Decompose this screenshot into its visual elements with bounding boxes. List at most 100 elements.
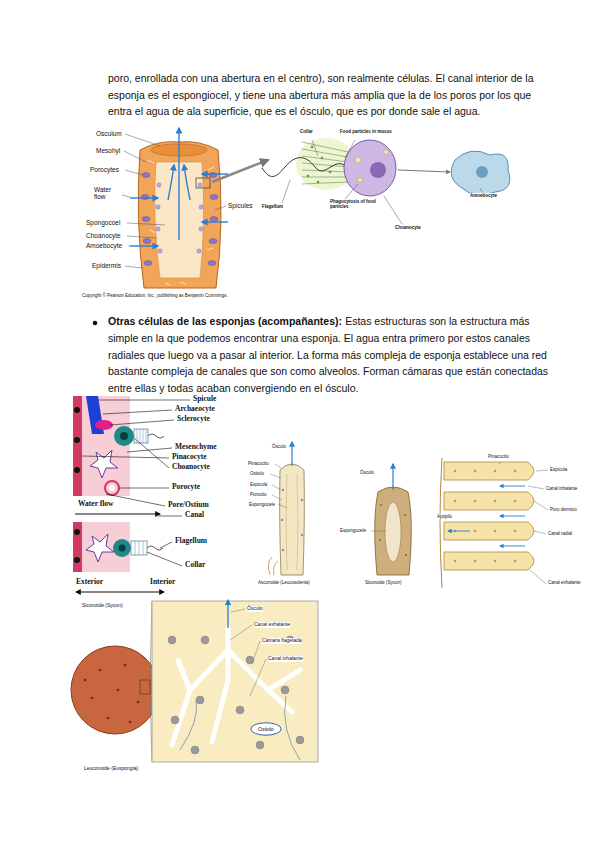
cell-layer-figure xyxy=(134,429,148,443)
syconoid-wall-detail xyxy=(530,570,546,584)
bullet-dot xyxy=(93,321,98,326)
sponge-body-figure xyxy=(127,223,165,225)
sponge-body-figure xyxy=(124,151,146,162)
asconoid-figure xyxy=(268,442,304,575)
sponge-body-figure xyxy=(122,134,226,268)
leuconoid-figure xyxy=(254,641,260,658)
sponge-body-figure xyxy=(130,245,158,246)
leuconoid-figure xyxy=(180,696,300,760)
part-label: Choanocyte xyxy=(395,225,421,230)
sponge-body-figure xyxy=(125,266,142,268)
asconoid-figure xyxy=(272,495,282,500)
syconoid-wall-detail xyxy=(444,522,534,540)
syconoid-figure xyxy=(404,514,406,516)
choanocyte-figure xyxy=(370,162,386,178)
part-label: Mesenchyme xyxy=(175,443,217,452)
cell-layer-figure xyxy=(105,481,119,495)
part-label: Ósculo xyxy=(272,444,286,449)
part-label: Mesohyl xyxy=(96,147,120,154)
leuconoid-figure xyxy=(140,680,150,694)
part-label: Exterior xyxy=(76,578,103,587)
figure-caption: Asconoide (Leucosolenia) xyxy=(258,580,310,585)
bullet-paragraph: Otras células de las esponjas (acompañan… xyxy=(108,313,553,397)
cell-layer-figure xyxy=(74,529,80,535)
part-label: Archaeocyte xyxy=(175,405,215,414)
choanocyte-figure xyxy=(355,157,361,163)
cell-layer-figure xyxy=(75,513,160,514)
syconoid-wall-detail xyxy=(440,458,548,588)
cell-layer-figure xyxy=(86,534,114,562)
asconoid-figure xyxy=(278,504,287,508)
choanocyte-figure xyxy=(311,146,314,149)
choanocyte-figure xyxy=(451,151,510,195)
cell-layer-figure xyxy=(74,407,80,473)
leuconoid-figure xyxy=(84,664,140,724)
cell-layer-figure xyxy=(103,410,172,414)
leuconoid-figure xyxy=(250,659,266,696)
part-label: Water flow xyxy=(94,186,120,201)
leuconoid-figure xyxy=(281,686,289,694)
syconoid-wall-detail xyxy=(500,546,525,547)
sponge-body-figure xyxy=(208,261,216,266)
syconoid-wall-detail xyxy=(534,501,548,510)
part-label: Porocyte xyxy=(172,483,200,492)
choanocyte-figure xyxy=(358,178,363,183)
sponge-body-figure xyxy=(156,227,160,231)
sponge-body-figure xyxy=(156,205,160,209)
part-label: Spongocoel xyxy=(86,219,120,226)
part-label: Espongocele xyxy=(340,528,366,533)
part-label: Ósculo xyxy=(360,470,374,475)
part-label: Interior xyxy=(150,578,175,587)
part-label: Collar xyxy=(185,561,205,570)
asconoid-figure xyxy=(301,499,303,501)
part-label: Water flow xyxy=(78,500,113,509)
asconoid-figure xyxy=(286,474,298,570)
cell-layer-figure xyxy=(147,552,182,566)
choanocyte-figure xyxy=(307,146,332,184)
leuconoid-figure xyxy=(191,746,199,754)
part-label: Spicules xyxy=(228,202,253,209)
sponge-body-figure xyxy=(210,195,218,200)
cell-layer-figure xyxy=(135,541,143,555)
leuconoid-figure xyxy=(230,625,252,640)
syconoid-wall-detail xyxy=(514,500,517,503)
choanocyte-figure xyxy=(307,175,310,178)
syconoid-wall-detail xyxy=(536,470,548,471)
choanocyte-figure xyxy=(262,158,346,177)
cell-layer-figure xyxy=(148,434,164,438)
leuconoid-figure xyxy=(129,721,132,724)
cell-layer-figure xyxy=(106,494,165,506)
part-label: Flagellum xyxy=(175,537,207,546)
asconoid-figure xyxy=(280,464,305,575)
cell-layer-figure xyxy=(73,522,82,572)
copyright-note: Copyright © Pearson Education, Inc., pub… xyxy=(82,293,228,298)
cell-layer-figure xyxy=(131,541,147,555)
part-label: Porocytes xyxy=(90,166,119,173)
cell-layer-figure xyxy=(74,557,80,563)
syconoid-wall-detail xyxy=(500,486,525,487)
part-label: Canal inhalante xyxy=(268,656,303,662)
leuconoid-figure xyxy=(201,636,209,644)
syconoid-figure xyxy=(379,504,407,556)
leuconoid-figure xyxy=(152,601,318,762)
syconoid-wall-detail xyxy=(514,560,517,563)
cell-layer-figure xyxy=(119,545,126,552)
choanocyte-figure xyxy=(345,184,358,199)
syconoid-wall-detail xyxy=(474,500,477,503)
sponge-body-figure xyxy=(168,165,174,200)
part-label: Pinacocyte xyxy=(172,453,207,462)
leuconoid-figure xyxy=(231,609,245,612)
sponge-body-figure xyxy=(125,170,143,175)
choanocyte-figure xyxy=(476,166,488,178)
sponge-body-figure xyxy=(209,173,217,178)
cell-layer-figure xyxy=(74,437,80,443)
part-label: Espongocele xyxy=(249,502,275,507)
syconoid-wall-detail xyxy=(454,470,457,473)
syconoid-wall-detail xyxy=(448,531,470,532)
syconoid-wall-detail xyxy=(514,470,517,473)
syconoid-wall-detail xyxy=(528,486,544,489)
syconoid-wall-detail xyxy=(444,462,534,480)
syconoid-figure xyxy=(392,464,393,490)
syconoid-wall-detail xyxy=(444,462,534,570)
